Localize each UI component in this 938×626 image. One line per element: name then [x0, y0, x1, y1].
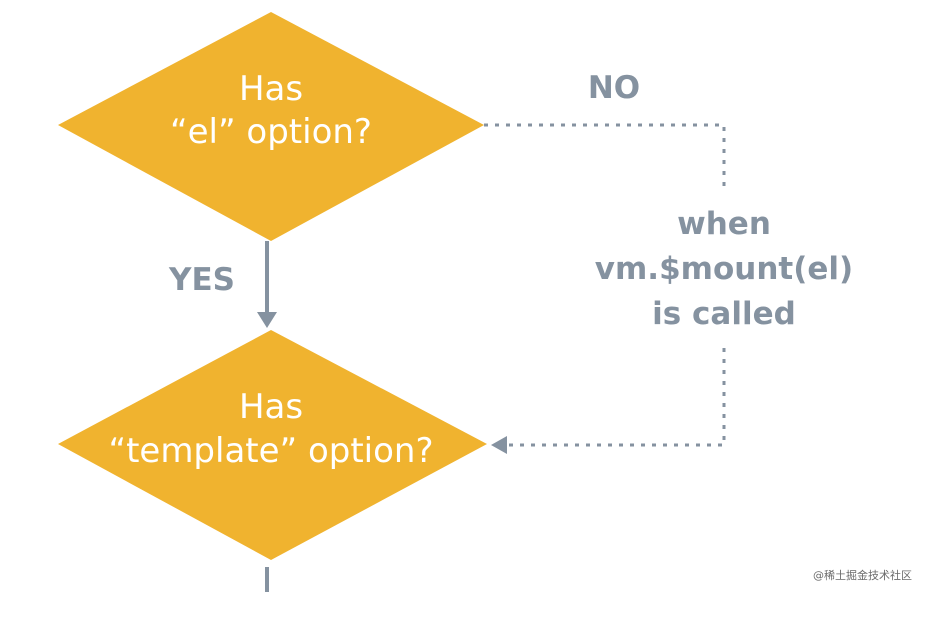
yes-arrowhead: [257, 312, 277, 328]
decision-has-template-diamond: [58, 330, 487, 560]
decision-has-template-line1: Has: [239, 387, 303, 427]
no-dotted-path-top: [484, 123, 726, 190]
no-dotted-path-bottom: [506, 348, 726, 447]
watermark-text: @稀土掘金技术社区: [813, 568, 912, 582]
decision-has-template-line2: “template” option?: [108, 431, 433, 471]
mount-label-line1: when: [677, 206, 771, 242]
no-arrowhead: [491, 436, 507, 454]
yes-label: YES: [168, 262, 235, 298]
mount-label-line2: vm.$mount(el): [595, 251, 853, 287]
decision-has-el-line1: Has: [239, 69, 303, 109]
decision-has-el-line2: “el” option?: [170, 112, 372, 152]
mount-label-line3: is called: [652, 296, 796, 332]
decision-has-el-diamond: [58, 12, 484, 241]
no-label: NO: [588, 70, 640, 106]
